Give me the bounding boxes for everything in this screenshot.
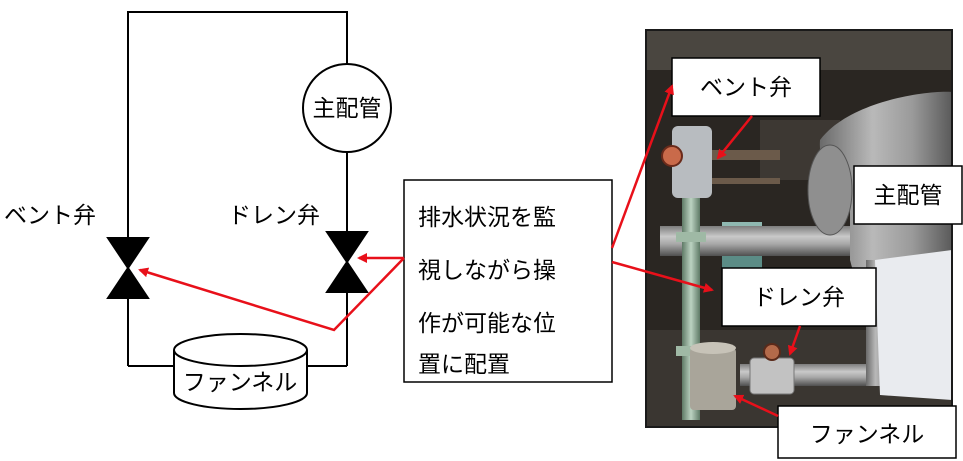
photo-label-drain: ドレン弁 [721, 267, 877, 327]
vent-valve-symbol [106, 237, 150, 299]
photo-vent-valve [672, 126, 712, 198]
photo-funnel-label: ファンネル [810, 422, 925, 448]
schematic-pipe-loop [127, 11, 348, 238]
callout-line-1: 排水状況を監 [418, 205, 556, 231]
main-pipe-label: 主配管 [313, 96, 382, 122]
arrow-vent-label-to-valve [716, 115, 753, 160]
arrow-drain-label-to-valve [787, 325, 802, 356]
arrow-callout-to-vent [138, 257, 405, 332]
callout-line-2: 視しながら操 [418, 258, 556, 284]
vent-valve-label: ベント弁 [4, 203, 96, 229]
callout-line-3: 作が可能な位 [418, 311, 556, 337]
red-arrows [138, 84, 802, 418]
photo-drain-valve-label: ドレン弁 [753, 285, 845, 311]
photo-vent-valve-label: ベント弁 [700, 75, 792, 101]
photo-white-sheet [875, 250, 952, 400]
callout-box: 排水状況を監 視しながら操 作が可能な位 置に配置 [403, 179, 613, 383]
arrow-callout-to-photo-drain [611, 260, 714, 293]
drain-valve-symbol [325, 231, 369, 293]
photo-funnel [690, 348, 736, 410]
photo-label-main-pipe: 主配管 [853, 165, 963, 225]
callout-line-4: 置に配置 [418, 352, 510, 378]
photo-main-pipe-label: 主配管 [874, 183, 943, 209]
schematic: 主配管 ベント弁 ドレン弁 ファンネル [4, 11, 392, 410]
photo-label-vent: ベント弁 [671, 57, 821, 117]
site-photo: ベント弁 主配管 ドレン弁 ファンネル [645, 29, 963, 459]
funnel-cylinder [173, 333, 308, 410]
main-pipe-circle [302, 63, 392, 153]
funnel-label: ファンネル [183, 370, 298, 396]
photo-drain-valve [749, 357, 795, 395]
arrow-funnel-label-to-funnel [733, 394, 779, 418]
photo-label-funnel: ファンネル [777, 405, 957, 459]
drain-valve-label: ドレン弁 [228, 203, 320, 229]
arrow-callout-to-photo-vent [610, 84, 674, 249]
